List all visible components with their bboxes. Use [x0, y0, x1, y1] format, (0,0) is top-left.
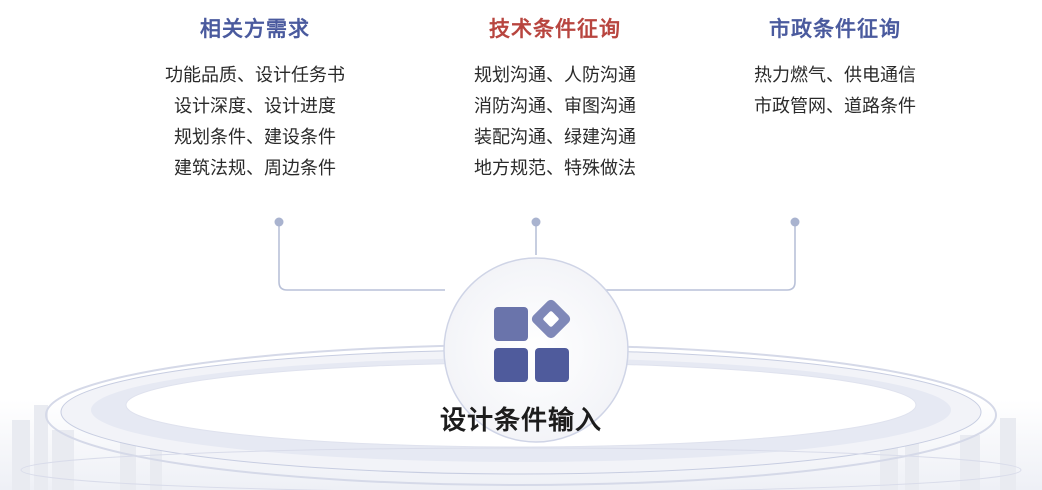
connector-dot-middle [531, 217, 541, 227]
list-item: 建筑法规、周边条件 [174, 158, 336, 179]
column-technical-consultation: 技术条件征询 规划沟通、人防沟通 消防沟通、审图沟通 装配沟通、绿建沟通 地方规… [425, 14, 685, 184]
list-item: 消防沟通、审图沟通 [474, 96, 636, 117]
list-item: 装配沟通、绿建沟通 [474, 127, 636, 148]
list-item: 规划沟通、人防沟通 [474, 65, 636, 86]
column-item-list: 热力燃气、供电通信 市政管网、道路条件 [705, 60, 965, 122]
column-title: 相关方需求 [200, 17, 310, 41]
connector-dot-right [790, 217, 800, 227]
list-item: 热力燃气、供电通信 [754, 65, 916, 86]
connector-dot-left [274, 217, 284, 227]
column-item-list: 功能品质、设计任务书 设计深度、设计进度 规划条件、建设条件 建筑法规、周边条件 [125, 60, 385, 184]
connector-lines [278, 222, 796, 291]
list-item: 功能品质、设计任务书 [165, 65, 345, 86]
list-item: 地方规范、特殊做法 [474, 158, 636, 179]
column-item-list: 规划沟通、人防沟通 消防沟通、审图沟通 装配沟通、绿建沟通 地方规范、特殊做法 [425, 60, 685, 184]
center-label: 设计条件输入 [439, 406, 602, 436]
column-stakeholder-needs: 相关方需求 功能品质、设计任务书 设计深度、设计进度 规划条件、建设条件 建筑法… [125, 14, 385, 184]
list-item: 规划条件、建设条件 [174, 127, 336, 148]
column-municipal-consultation: 市政条件征询 热力燃气、供电通信 市政管网、道路条件 [705, 14, 965, 122]
column-title: 技术条件征询 [489, 17, 621, 41]
list-item: 设计深度、设计进度 [174, 96, 336, 117]
list-item: 市政管网、道路条件 [754, 96, 916, 117]
app-grid-icon [494, 299, 571, 382]
column-title: 市政条件征询 [769, 17, 901, 41]
